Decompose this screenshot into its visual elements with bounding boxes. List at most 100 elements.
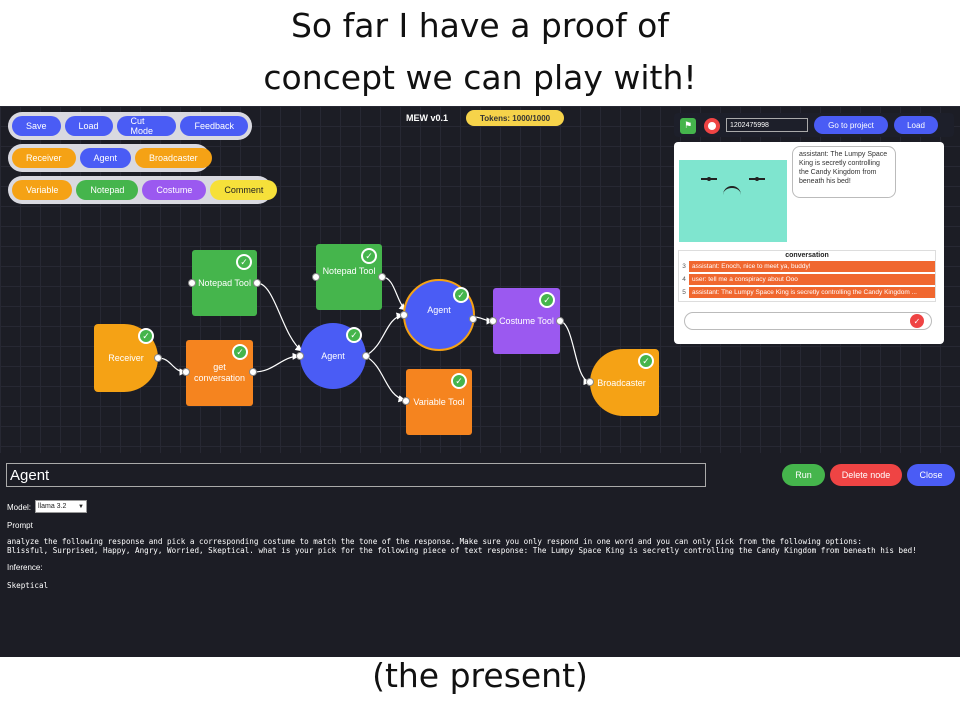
main-toolbar: Save Load Cut Mode Feedback (8, 112, 252, 140)
prompt-label: Prompt (7, 521, 33, 530)
input-port[interactable] (182, 368, 190, 376)
check-icon: ✓ (361, 248, 377, 264)
add-receiver-button[interactable]: Receiver (12, 148, 76, 168)
load-project-button[interactable]: Load (894, 116, 938, 134)
delete-node-button[interactable]: Delete node (830, 464, 902, 486)
output-port[interactable] (362, 352, 370, 360)
add-variable-button[interactable]: Variable (12, 180, 73, 200)
feedback-button[interactable]: Feedback (180, 116, 248, 136)
project-id-input[interactable] (726, 118, 808, 132)
edge-get-conversation-to-agent (252, 352, 300, 373)
agent-node-label: Agent (321, 351, 345, 361)
cut-mode-button[interactable]: Cut Mode (116, 116, 177, 136)
input-port[interactable] (400, 311, 408, 319)
edge-agent-to-agent (364, 312, 404, 357)
app-window: Save Load Cut Mode Feedback Receiver Age… (0, 106, 960, 657)
output-port[interactable] (556, 317, 564, 325)
row-text: assistant: Enoch, nice to meet ya, buddy… (689, 261, 935, 272)
speech-bubble: assistant: The Lumpy Space King is secre… (792, 146, 896, 198)
notepad-tool-node[interactable]: Notepad Tool ✓ (312, 244, 386, 310)
slide-caption: (the present) (372, 656, 588, 695)
chevron-down-icon: ▼ (78, 503, 84, 510)
left-eye-icon (701, 177, 717, 181)
model-select[interactable]: llama 3.2 ▼ (35, 500, 87, 513)
list-item: 5 assistant: The Lumpy Space King is sec… (679, 287, 935, 298)
output-port[interactable] (249, 368, 257, 376)
notepad-tool-node-label: Notepad Tool (198, 278, 251, 288)
check-icon: ✓ (138, 328, 154, 344)
list-item: 4 user: tell me a conspiracy about Ooo (679, 274, 935, 285)
costume-tool-node-label: Costume Tool (499, 316, 554, 326)
green-flag-icon[interactable]: ⚑ (680, 118, 696, 134)
node-name-input[interactable] (6, 463, 706, 487)
inference-output: Skeptical (7, 581, 49, 590)
add-comment-button[interactable]: Comment (210, 180, 278, 200)
model-select-value: llama 3.2 (38, 503, 67, 510)
stage-panel: assistant: The Lumpy Space King is secre… (674, 142, 944, 344)
variable-tool-node-label: Variable Tool (413, 397, 465, 407)
load-button[interactable]: Load (64, 116, 113, 136)
costume-tool-node[interactable]: Costume Tool ✓ (489, 288, 564, 354)
check-icon[interactable]: ✓ (910, 314, 924, 328)
input-port[interactable] (402, 397, 410, 405)
output-port[interactable] (378, 273, 386, 281)
row-text: user: tell me a conspiracy about Ooo (689, 274, 935, 285)
slide-title-line-1: So far I have a proof of (290, 6, 669, 45)
tokens-badge: Tokens: 1000/1000 (466, 110, 565, 126)
avatar (679, 160, 787, 242)
check-icon: ✓ (451, 373, 467, 389)
check-icon: ✓ (236, 254, 252, 270)
broadcaster-node[interactable]: Broadcaster ✓ (586, 349, 659, 416)
add-notepad-button[interactable]: Notepad (76, 180, 139, 200)
conversation-title: conversation (785, 252, 829, 259)
agent-node-selected[interactable]: Agent ✓ (400, 279, 477, 351)
prompt-textarea[interactable]: analyze the following response and pick … (7, 537, 917, 556)
save-button[interactable]: Save (12, 116, 61, 136)
get-conversation-node-label: get conversation (193, 362, 246, 383)
slide-title-line-2: concept we can play with! (263, 58, 697, 97)
receiver-node[interactable]: Receiver ✓ (94, 324, 162, 392)
frown-mouth-icon (723, 186, 741, 204)
agent-node-label: Agent (427, 305, 451, 315)
broadcaster-node-label: Broadcaster (597, 377, 646, 388)
model-label: Model: (7, 503, 32, 512)
check-icon: ✓ (346, 327, 362, 343)
output-port[interactable] (253, 279, 261, 287)
input-port[interactable] (312, 273, 320, 281)
run-button[interactable]: Run (782, 464, 825, 486)
right-eye-icon (749, 177, 765, 181)
check-icon: ✓ (453, 287, 469, 303)
input-port[interactable] (489, 317, 497, 325)
io-toolbar: Receiver Agent Broadcaster (8, 144, 212, 172)
check-icon: ✓ (638, 353, 654, 369)
edge-notepad-to-agent (256, 282, 303, 352)
row-index: 4 (682, 276, 686, 283)
output-port[interactable] (469, 315, 477, 323)
notepad-tool-node[interactable]: Notepad Tool ✓ (188, 250, 261, 316)
version-label: MEW v0.1 (406, 113, 449, 123)
close-button[interactable]: Close (907, 464, 955, 486)
go-to-project-button[interactable]: Go to project (814, 116, 888, 134)
get-conversation-node[interactable]: get conversation ✓ (182, 340, 257, 406)
edge-agent-to-variable (364, 355, 406, 403)
add-costume-button[interactable]: Costume (142, 180, 207, 200)
edge-notepad2-to-agent (381, 276, 407, 311)
project-bar: ⚑ Go to project Load (674, 113, 954, 137)
row-index: 5 (682, 289, 686, 296)
input-port[interactable] (586, 378, 594, 386)
output-port[interactable] (154, 354, 162, 362)
input-port[interactable] (296, 352, 304, 360)
variable-tool-node[interactable]: Variable Tool ✓ (402, 369, 472, 435)
notepad-tool-node-label: Notepad Tool (322, 266, 376, 276)
agent-node[interactable]: Agent ✓ (296, 323, 370, 389)
stop-icon[interactable] (704, 118, 720, 134)
add-agent-button[interactable]: Agent (79, 148, 132, 168)
chat-input[interactable] (684, 312, 932, 330)
list-item: 3 assistant: Enoch, nice to meet ya, bud… (679, 261, 935, 272)
check-icon: ✓ (539, 292, 555, 308)
add-broadcaster-button[interactable]: Broadcaster (135, 148, 212, 168)
input-port[interactable] (188, 279, 196, 287)
tools-toolbar: Variable Notepad Costume Comment (8, 176, 278, 204)
node-canvas[interactable]: Save Load Cut Mode Feedback Receiver Age… (0, 106, 960, 453)
conversation-list: conversation 3 assistant: Enoch, nice to… (678, 250, 936, 302)
